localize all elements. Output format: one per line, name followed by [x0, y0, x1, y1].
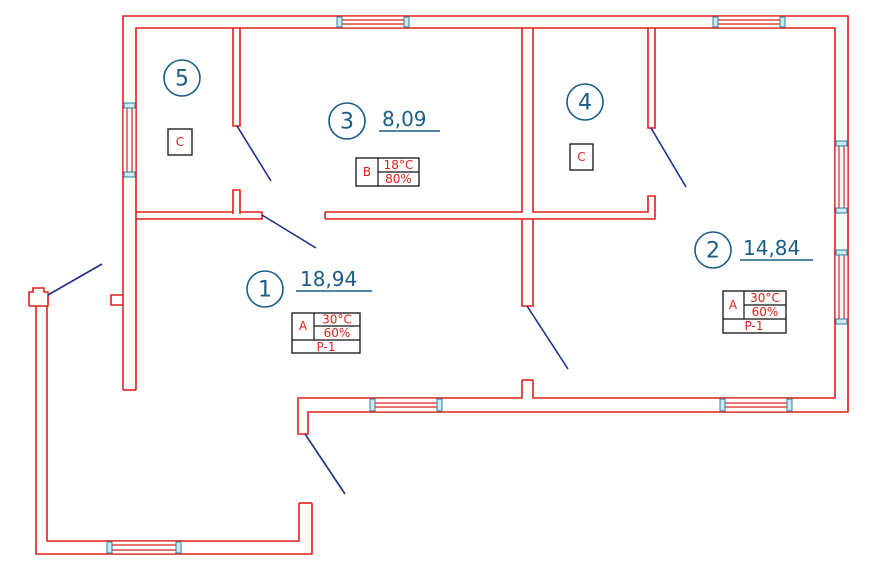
- room-class: C: [176, 135, 184, 149]
- room-1: 1 18,94 A 30°C 60% P-1: [246, 267, 372, 354]
- wall-5-3: [232, 28, 241, 127]
- room-number-circle: [694, 231, 732, 269]
- doors: [47, 125, 687, 495]
- room-5: 5 C: [163, 59, 201, 156]
- room-spec-box: A 30°C 60% P-1: [722, 290, 787, 334]
- room-temperature: 18°C: [384, 158, 414, 172]
- room-area: 18,94: [300, 267, 357, 291]
- window: [369, 397, 443, 413]
- room-number: 1: [258, 278, 272, 303]
- window: [106, 540, 182, 555]
- window: [336, 15, 410, 29]
- lower-wall-inner: [46, 306, 300, 542]
- walls: [28, 15, 849, 555]
- room-class: C: [577, 150, 585, 164]
- wall-stub: [110, 294, 123, 306]
- room-temperature: 30°C: [322, 313, 352, 327]
- room-spec-box: C: [167, 128, 193, 156]
- room-4: 4 C: [566, 83, 604, 171]
- room-3: 3 8,09 B 18°C 80%: [328, 102, 440, 187]
- window: [719, 397, 793, 413]
- room-number-circle: [246, 270, 284, 308]
- room-number-circle: [163, 59, 201, 97]
- door-room-5: [236, 125, 272, 182]
- room-humidity: 60%: [324, 326, 351, 340]
- room-temperature: 30°C: [750, 291, 780, 305]
- wall-under-3: [325, 28, 523, 213]
- window: [122, 102, 137, 178]
- room-2: 2 14,84 A 30°C 60% P-1: [694, 231, 813, 334]
- room-number: 3: [340, 110, 354, 135]
- divider-1-2: [521, 219, 534, 307]
- room-number: 5: [175, 67, 189, 92]
- room-area: 8,09: [382, 107, 427, 131]
- room-class: A: [729, 298, 738, 312]
- wall-under-5-inner: [136, 211, 263, 220]
- door-room-4: [650, 127, 687, 188]
- room-code: P-1: [317, 340, 336, 354]
- room-class: B: [363, 165, 371, 179]
- room-class: A: [299, 319, 308, 333]
- room-number: 2: [706, 239, 720, 264]
- room-number-circle: [566, 83, 604, 121]
- wall-4-2: [647, 28, 656, 129]
- wall-3-4: [532, 28, 656, 220]
- room-humidity: 80%: [385, 172, 412, 186]
- room-number: 4: [578, 91, 592, 116]
- door-entrance: [304, 433, 346, 495]
- room-number-circle: [328, 102, 366, 140]
- room-spec-box: B 18°C 80%: [355, 157, 420, 187]
- column: [28, 287, 49, 307]
- window: [834, 140, 849, 214]
- lower-wall-outer: [35, 306, 313, 555]
- room-spec-box: C: [569, 143, 594, 171]
- door-room-2: [526, 305, 569, 370]
- room-spec-box: A 30°C 60% P-1: [291, 312, 361, 354]
- wall-5-3-lower: [232, 189, 241, 214]
- room-humidity: 60%: [752, 305, 779, 319]
- door-outside: [47, 263, 103, 296]
- window: [834, 249, 849, 325]
- outer-wall: [122, 15, 849, 435]
- window: [712, 15, 786, 29]
- outer-wall-inner: [135, 27, 836, 399]
- room-area: 14,84: [743, 236, 800, 260]
- room-code: P-1: [745, 319, 764, 333]
- windows: [106, 15, 849, 555]
- door-room-3: [261, 214, 317, 249]
